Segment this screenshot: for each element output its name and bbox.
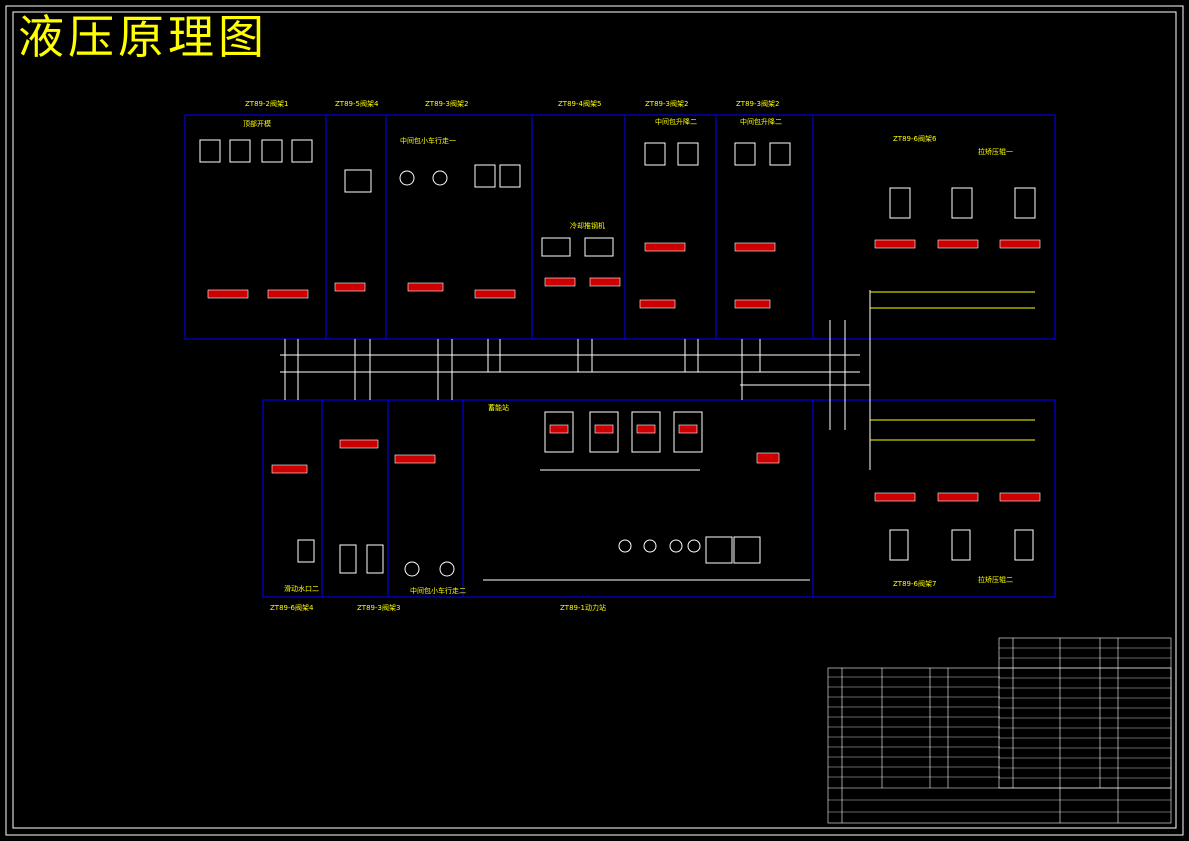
drawing-title: 液压原理图 xyxy=(18,10,268,64)
top-group-sub: 中间包升降二 xyxy=(740,117,782,126)
top-group-sub: 中间包升降二 xyxy=(655,117,697,126)
top-group-label: ZT89-6阀架6 xyxy=(893,134,937,143)
pipe-network xyxy=(280,290,871,470)
top-valves xyxy=(207,239,1041,309)
bottom-group-label: ZT89-3阀架3 xyxy=(357,603,400,612)
bottom-valves xyxy=(271,424,1041,502)
sheet-inner-frame xyxy=(12,11,1177,829)
top-group-sub: 拉矫压辊一 xyxy=(978,147,1013,156)
bottom-components xyxy=(297,411,1034,581)
top-group-label: ZT89-3阀架2 xyxy=(736,99,779,108)
top-components xyxy=(199,139,1036,257)
bottom-group-labels: ZT89-6阀架4 ZT89-3阀架3 ZT89-1动力站 ZT89-6阀架7 … xyxy=(270,403,1013,612)
bottom-group-sub: 中间包小车行走二 xyxy=(410,586,466,595)
bottom-group-boxes xyxy=(262,399,1056,598)
title-block xyxy=(827,637,1172,824)
title-block-rows xyxy=(828,647,1171,813)
top-group-label: ZT89-4阀架5 xyxy=(558,99,601,108)
top-group-label: ZT89-3阀架2 xyxy=(425,99,468,108)
bottom-group-label: ZT89-6阀架4 xyxy=(270,603,314,612)
sheet-outer-frame xyxy=(5,5,1184,836)
bottom-group-label: ZT89-6阀架7 xyxy=(893,579,936,588)
signal-lines xyxy=(870,291,1035,441)
bottom-group-label: ZT89-1动力站 xyxy=(560,603,606,612)
top-group-label: ZT89-2阀架1 xyxy=(245,99,288,108)
bottom-group-sub: 拉矫压辊二 xyxy=(978,575,1013,584)
bottom-group-sub: 蓄能站 xyxy=(488,403,509,412)
top-group-labels: ZT89-2阀架1 ZT89-5阀架4 ZT89-3阀架2 ZT89-4阀架5 … xyxy=(243,99,1013,230)
top-group-label: ZT89-3阀架2 xyxy=(645,99,688,108)
top-group-boxes xyxy=(184,114,1056,340)
top-group-sub: 中间包小车行走一 xyxy=(400,136,456,145)
bottom-group-sub: 滑动水口二 xyxy=(284,584,319,593)
top-group-label: ZT89-5阀架4 xyxy=(335,99,379,108)
top-group-sub: 冷却推钢机 xyxy=(570,221,605,230)
top-group-sub: 顶部开模 xyxy=(243,119,271,128)
